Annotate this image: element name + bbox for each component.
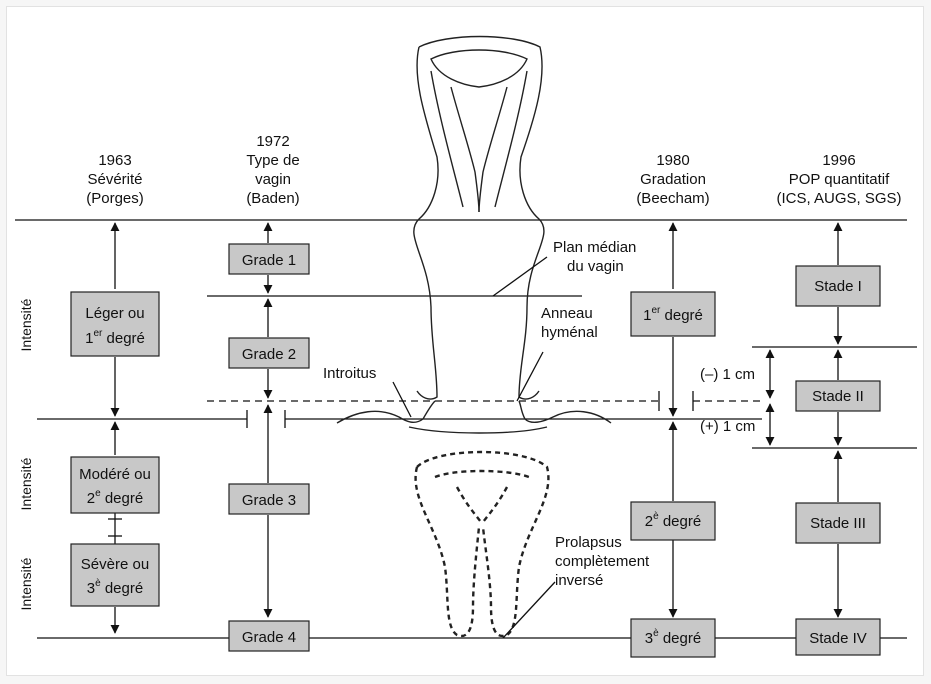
header-beecham-year: 1980 xyxy=(656,152,689,169)
pop-box-1: Stade I xyxy=(796,266,880,306)
beecham-box-1: 1er degré xyxy=(631,292,715,336)
baden-box-2-text: Grade 2 xyxy=(242,346,296,363)
baden-box-1: Grade 1 xyxy=(229,244,309,274)
plus-1cm-label: (+) 1 cm xyxy=(700,418,755,435)
prolapse-staging-diagram: 1963 Sévérité (Porges) 1972 Type de vagi… xyxy=(7,7,923,675)
pop-box-3: Stade III xyxy=(796,503,880,543)
header-pop: 1996 POP quantitatif (ICS, AUGS, SGS) xyxy=(776,152,901,207)
header-beecham: 1980 Gradation (Beecham) xyxy=(636,152,709,207)
baden-box-2: Grade 2 xyxy=(229,338,309,368)
porges-box-2-line1: Modéré ou xyxy=(79,466,151,483)
header-pop-year: 1996 xyxy=(822,152,855,169)
pop-box-2: Stade II xyxy=(796,381,880,411)
baden-box-4: Grade 4 xyxy=(229,621,309,651)
header-porges-line3: (Porges) xyxy=(86,190,144,207)
beecham-box-2: 2è degré xyxy=(631,502,715,540)
plan-median-label-2: du vagin xyxy=(567,258,624,275)
anneau-label-1: Anneau xyxy=(541,305,593,322)
header-baden-line3: vagin xyxy=(255,171,291,188)
pop-box-4-text: Stade IV xyxy=(809,630,867,647)
pop-box-3-text: Stade III xyxy=(810,515,866,532)
porges-box-1: Léger ou 1er degré xyxy=(71,292,159,356)
porges-box-3-line1: Sévère ou xyxy=(81,556,149,573)
introitus-leader xyxy=(393,382,411,417)
baden-box-1-text: Grade 1 xyxy=(242,252,296,269)
pop-box-4: Stade IV xyxy=(796,619,880,655)
header-beecham-line2: Gradation xyxy=(640,171,706,188)
prolapse-drawing xyxy=(416,452,549,636)
minus-1cm-label: (–) 1 cm xyxy=(700,366,755,383)
header-beecham-line3: (Beecham) xyxy=(636,190,709,207)
introitus-label: Introitus xyxy=(323,365,376,382)
header-baden-line2: Type de xyxy=(246,152,299,169)
figure-frame: 1963 Sévérité (Porges) 1972 Type de vagi… xyxy=(6,6,924,676)
header-baden-year: 1972 xyxy=(256,133,289,150)
prolapsus-label-2: complètement xyxy=(555,553,650,570)
intensity-label-3: Intensité xyxy=(18,557,34,610)
porges-box-1-line1: Léger ou xyxy=(85,305,144,322)
porges-box-3: Sévère ou 3è degré xyxy=(71,544,159,606)
plan-median-label-1: Plan médian xyxy=(553,239,636,256)
intensity-label-2: Intensité xyxy=(18,457,34,510)
plan-median-leader xyxy=(493,257,547,296)
intensity-label-1: Intensité xyxy=(18,298,34,351)
baden-box-3-text: Grade 3 xyxy=(242,492,296,509)
header-pop-line2: POP quantitatif xyxy=(789,171,890,188)
pop-box-1-text: Stade I xyxy=(814,278,862,295)
prolapsus-label-3: inversé xyxy=(555,572,603,589)
beecham-box-3: 3è degré xyxy=(631,619,715,657)
prolapsus-label-1: Prolapsus xyxy=(555,534,622,551)
anneau-label-2: hyménal xyxy=(541,324,598,341)
header-pop-line3: (ICS, AUGS, SGS) xyxy=(776,190,901,207)
header-baden-line4: (Baden) xyxy=(246,190,299,207)
baden-box-4-text: Grade 4 xyxy=(242,629,296,646)
header-baden: 1972 Type de vagin (Baden) xyxy=(246,133,299,207)
header-porges: 1963 Sévérité (Porges) xyxy=(86,152,144,207)
prolapsus-leader xyxy=(503,582,555,638)
porges-box-2: Modéré ou 2e degré xyxy=(71,457,159,513)
uterus-vagina-drawing xyxy=(337,37,611,434)
header-porges-line2: Sévérité xyxy=(87,171,142,188)
baden-box-3: Grade 3 xyxy=(229,484,309,514)
pop-box-2-text: Stade II xyxy=(812,388,864,405)
header-porges-year: 1963 xyxy=(98,152,131,169)
